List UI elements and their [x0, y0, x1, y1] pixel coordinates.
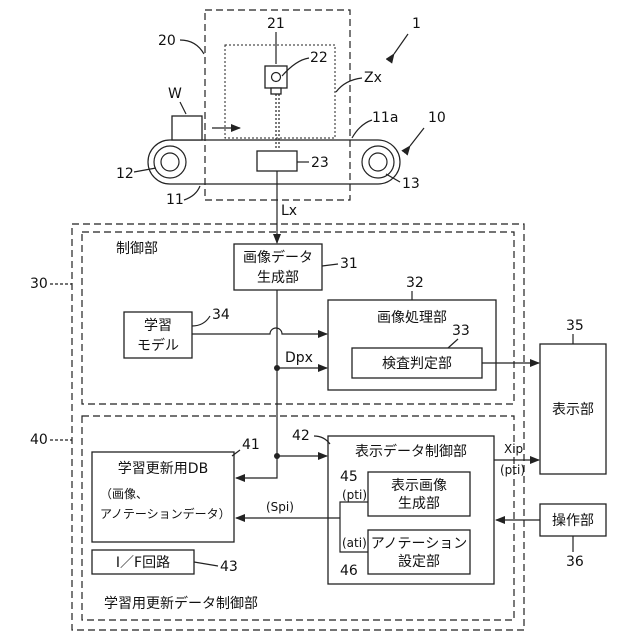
- roller-right-outer: [362, 146, 394, 178]
- image-gen-line2: 生成部: [257, 270, 299, 286]
- ref-belt: 11: [166, 192, 184, 208]
- control-title: 制御部: [116, 241, 158, 257]
- xip-label: Xip: [504, 442, 523, 456]
- learning-title: 学習用更新データ制御部: [104, 595, 258, 612]
- zone-leader: [336, 78, 362, 92]
- anno-line2: 設定部: [398, 554, 440, 570]
- ref-image-proc: 32: [406, 275, 424, 291]
- ref-system: 1: [412, 16, 421, 32]
- operation-label: 操作部: [552, 513, 594, 529]
- ref-camera-unit: 20: [158, 33, 176, 49]
- ref-camera-unit-leader: [180, 40, 204, 54]
- zone-label: Zx: [364, 70, 382, 86]
- bus-to-db: [236, 456, 277, 478]
- pti-out-label: (pti): [500, 463, 525, 477]
- model-to-processor: [192, 328, 327, 334]
- dpx-label: Dpx: [285, 350, 313, 366]
- disp-img-line1: 表示画像: [391, 478, 447, 494]
- ref-if-circuit: 43: [220, 559, 238, 575]
- camera-body: [265, 66, 287, 88]
- ref-system-arrow: [394, 34, 408, 54]
- ref-judge: 33: [452, 323, 470, 339]
- ref-db: 41: [242, 437, 260, 453]
- roller-right-inner: [369, 153, 387, 171]
- if-circuit-label: I／F回路: [116, 555, 170, 571]
- ref-model: 34: [212, 307, 230, 323]
- pti-in-label: (pti): [342, 488, 367, 502]
- ref-learning: 40: [30, 432, 48, 448]
- ref-model-leader: [192, 316, 210, 326]
- ref-belt-surface: 11a: [372, 110, 398, 126]
- ref-operation: 36: [566, 554, 584, 570]
- roller-left-inner: [161, 153, 179, 171]
- ref-display: 35: [566, 318, 584, 334]
- db-line3: アノテーションデータ）: [100, 506, 231, 521]
- ref-roller-right: 13: [402, 176, 420, 192]
- light-unit: [257, 151, 297, 171]
- ref-disp-img: 45: [340, 469, 358, 485]
- ref-belt-leader: [184, 186, 200, 200]
- lx-label: Lx: [281, 203, 297, 219]
- ref-light: 23: [311, 155, 329, 171]
- ati-label: (ati): [342, 536, 367, 550]
- ref-conveyor-arrow: [410, 128, 424, 146]
- camera-mount: [271, 88, 281, 94]
- ref-image-gen-leader: [322, 264, 338, 266]
- image-gen-line1: 画像データ: [243, 249, 313, 266]
- workpiece: [172, 116, 202, 140]
- db-line1: 学習更新用DB: [118, 461, 208, 477]
- spi-label: (Spi): [266, 500, 294, 514]
- image-proc-title: 画像処理部: [377, 310, 447, 326]
- disp-img-line2: 生成部: [398, 496, 440, 512]
- ref-roller-left-leader: [134, 168, 156, 172]
- ref-lens: 22: [310, 50, 328, 66]
- ref-display-ctrl: 42: [292, 428, 310, 444]
- model-line2: モデル: [137, 337, 179, 354]
- display-label: 表示部: [552, 402, 594, 418]
- ref-belt-surface-leader: [352, 120, 372, 138]
- db-line2: （画像、: [100, 487, 148, 501]
- roller-left-outer: [154, 146, 186, 178]
- ref-conveyor: 10: [428, 110, 446, 126]
- workpiece-leader: [180, 102, 186, 114]
- anno-line1: アノテーション: [371, 536, 467, 552]
- ref-image-gen: 31: [340, 256, 358, 272]
- ref-if-leader: [194, 562, 218, 566]
- ref-camera: 21: [267, 16, 285, 32]
- ref-anno: 46: [340, 563, 358, 579]
- judge-label: 検査判定部: [382, 356, 452, 372]
- ref-roller-left: 12: [116, 166, 134, 182]
- model-line1: 学習: [144, 318, 172, 334]
- workpiece-label: W: [168, 86, 182, 102]
- display-ctrl-title: 表示データ制御部: [355, 443, 467, 460]
- ref-control: 30: [30, 276, 48, 292]
- ref-roller-right-leader: [386, 174, 400, 182]
